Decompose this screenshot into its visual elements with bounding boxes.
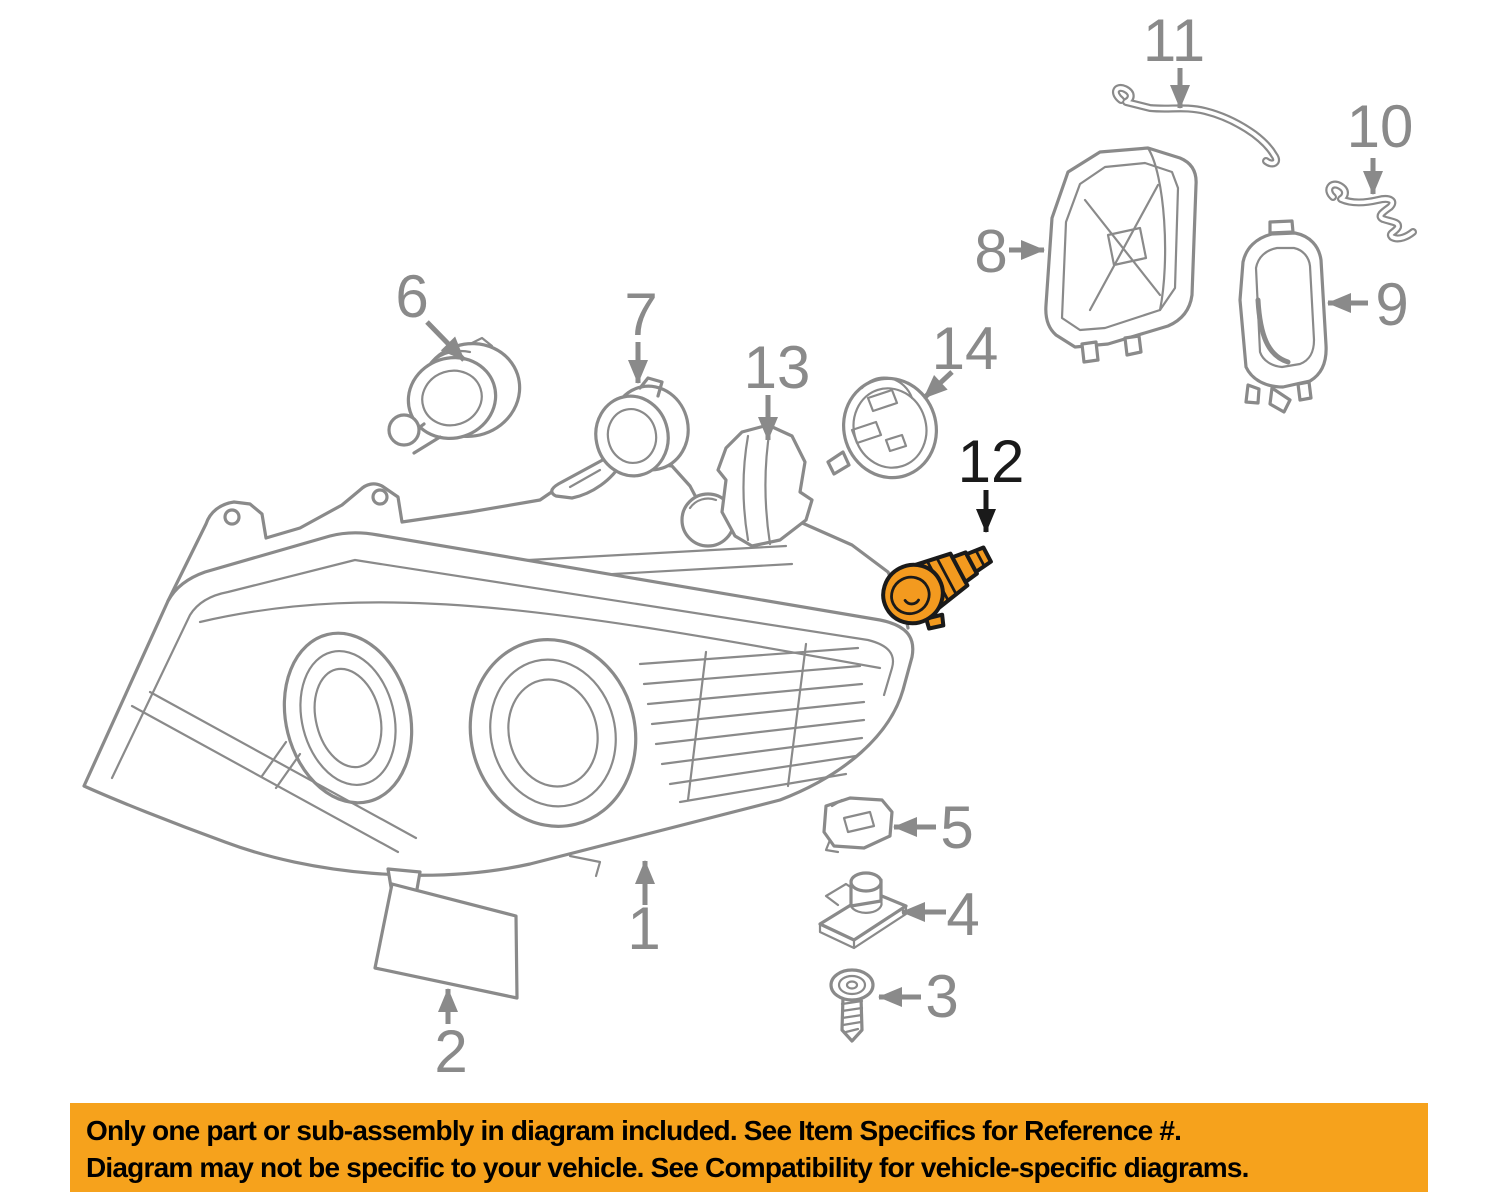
part-number-8: 8: [974, 218, 1007, 285]
screw-drawing: [829, 968, 875, 1043]
socket-cap-drawing: [826, 376, 938, 480]
part-number-5: 5: [940, 794, 973, 861]
part-number-13: 13: [744, 334, 811, 401]
retaining-spring-short-drawing: [1325, 180, 1417, 243]
bulb-socket-drawing: [387, 336, 522, 455]
cover-seal-drawing: [1238, 219, 1328, 414]
retaining-spring-long-drawing: [1111, 84, 1281, 168]
part-number-6: 6: [395, 263, 428, 330]
part-number-2: 2: [434, 1018, 467, 1085]
disclaimer-line-1: Only one part or sub-assembly in diagram…: [86, 1115, 1182, 1146]
highlighted-bulb-socket-drawing: [881, 545, 993, 631]
part-number-1: 1: [627, 895, 660, 962]
part-number-10: 10: [1347, 93, 1414, 160]
bulb-holder-drawing: [680, 423, 814, 548]
part-number-11: 11: [1143, 7, 1205, 74]
part-number-12: 12: [958, 428, 1025, 495]
protective-film-drawing: [373, 882, 519, 1000]
halogen-bulb-drawing: [550, 376, 690, 500]
speed-nut-clip-drawing: [822, 796, 894, 854]
part-number-7: 7: [624, 281, 657, 348]
disclaimer-line-2: Diagram may not be specific to your vehi…: [86, 1152, 1249, 1183]
dust-cover-drawing: [1044, 146, 1198, 364]
part-number-9: 9: [1375, 271, 1408, 338]
part-number-3: 3: [925, 963, 958, 1030]
headlamp-assembly-drawing: [82, 444, 915, 897]
disclaimer-banner: Only one part or sub-assembly in diagram…: [70, 1103, 1428, 1192]
callout-arrow-6: [425, 320, 466, 362]
clip-nut-drawing: [818, 871, 908, 950]
part-number-14: 14: [932, 315, 999, 382]
callout-arrow-14: [922, 370, 954, 400]
part-number-4: 4: [946, 881, 979, 948]
